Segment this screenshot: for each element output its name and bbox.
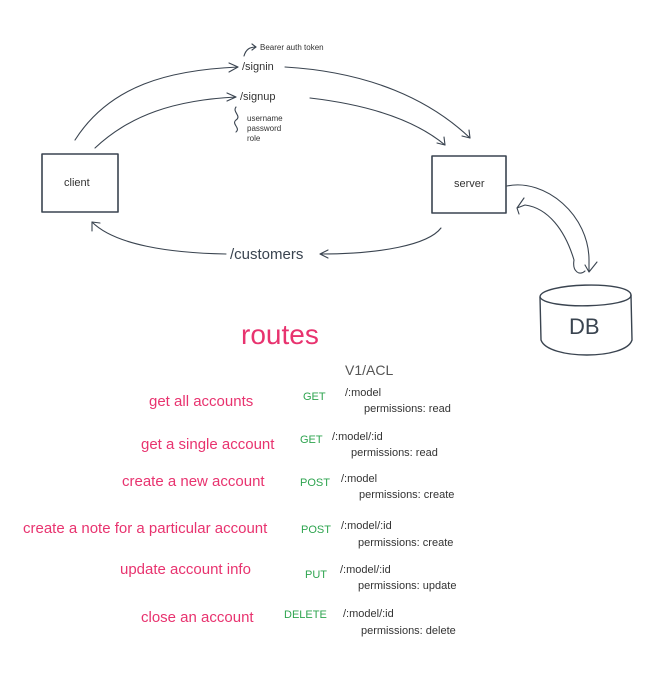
route-method: PUT [305, 569, 327, 581]
db-label: DB [569, 314, 600, 339]
route-permission: permissions: create [358, 537, 454, 549]
arrowhead-bearer [251, 43, 257, 51]
arrow-client-to-signup [94, 96, 237, 149]
route-method: GET [303, 391, 326, 403]
arrowhead-signup [226, 92, 237, 102]
route-path: /:model/:id [340, 564, 391, 576]
route-description: create a new account [122, 473, 265, 490]
client-box [41, 153, 119, 213]
db-cylinder [539, 284, 633, 356]
route-path: /:model/:id [332, 431, 383, 443]
arrow-customers-to-client [91, 221, 227, 255]
arrow-signup-to-server [309, 97, 446, 146]
signup-field-password: password [247, 124, 282, 133]
arrowhead-client [91, 221, 101, 232]
route-permission: permissions: read [364, 403, 451, 415]
routes-subtitle: V1/ACL [345, 362, 394, 378]
arrow-server-db-loop [506, 184, 598, 274]
route-path: /:model [341, 473, 378, 485]
route-method: POST [300, 477, 330, 489]
route-permission: permissions: delete [361, 625, 456, 637]
route-permission: permissions: update [358, 580, 457, 592]
route-description: create a note for a particular account [23, 520, 268, 537]
route-method: DELETE [284, 609, 327, 621]
arrow-signin-to-server [284, 66, 471, 139]
route-description: get a single account [141, 436, 275, 453]
server-box [431, 155, 507, 214]
arrowhead-server-top-2 [436, 136, 446, 146]
route-description: close an account [141, 609, 254, 626]
route-description: update account info [120, 561, 251, 578]
signup-field-username: username [247, 114, 283, 123]
signup-squiggle [234, 106, 239, 133]
arrowhead-server-top [461, 129, 471, 139]
route-path: /:model [345, 387, 382, 399]
arrowhead-signin [228, 62, 239, 73]
route-path: /:model/:id [343, 608, 394, 620]
bearer-note: Bearer auth token [260, 43, 324, 52]
route-method: GET [300, 434, 323, 446]
signup-path: /signup [240, 91, 276, 103]
signup-field-role: role [247, 134, 261, 143]
signin-path: /signin [242, 61, 274, 73]
route-permission: permissions: read [351, 447, 438, 459]
customers-path: /customers [230, 246, 304, 263]
route-permission: permissions: create [359, 489, 455, 501]
server-label: server [454, 178, 485, 190]
arrow-client-to-signin [74, 66, 239, 141]
routes-title: routes [241, 319, 319, 350]
arrow-server-to-customers [319, 227, 442, 255]
arrow-bearer-note [243, 46, 257, 57]
route-method: POST [301, 524, 331, 536]
arrowhead-customers [319, 249, 329, 259]
route-description: get all accounts [149, 393, 254, 410]
route-path: /:model/:id [341, 520, 392, 532]
client-label: client [64, 177, 90, 189]
